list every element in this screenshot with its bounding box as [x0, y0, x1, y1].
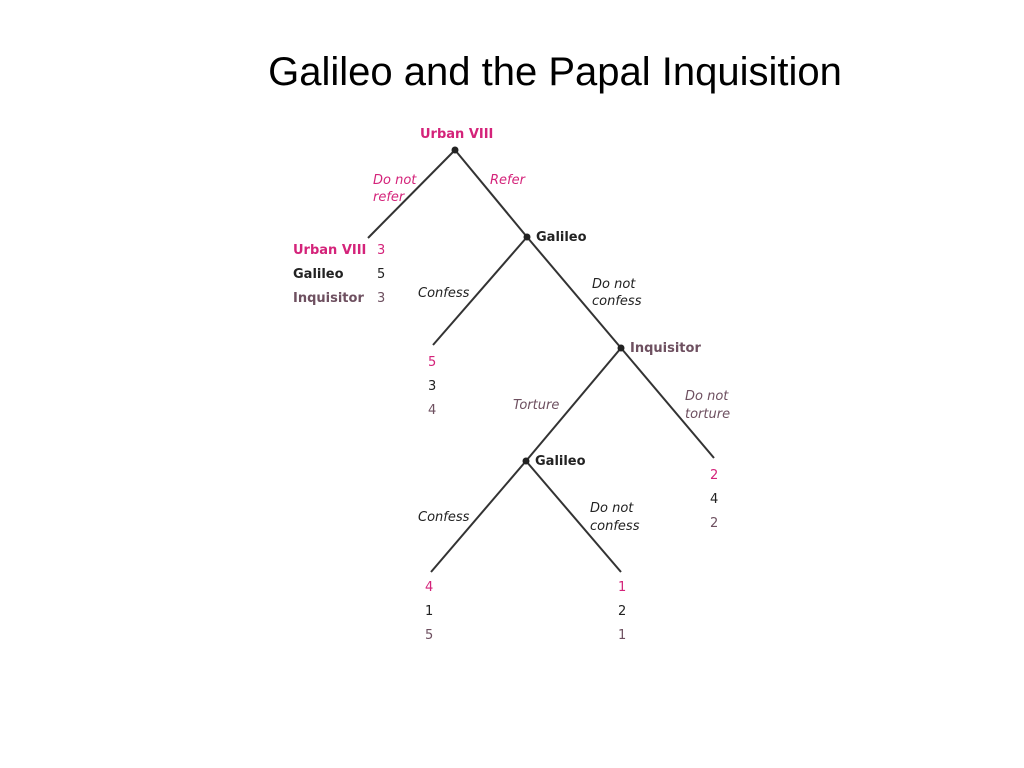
edge-torture [525, 347, 622, 462]
payoff-confess-first-galileo: 3 [428, 379, 436, 394]
node-dot-urban [451, 146, 459, 154]
node-label-galileo-2: Galileo [535, 454, 586, 469]
payoff-no-torture-galileo: 4 [710, 492, 718, 507]
node-label-inquisitor: Inquisitor [630, 341, 701, 356]
legend-galileo: Galileo [293, 267, 344, 282]
payoff-no-confess-torture-urban: 1 [618, 580, 626, 595]
node-dot-inquisitor [617, 344, 625, 352]
branch-label-torture: Torture [513, 398, 559, 413]
payoff-no-torture-urban: 2 [710, 468, 718, 483]
branch-label-do-not-confess-1: Do not [592, 277, 636, 292]
branch-label-do-not-confess-2: Do not [590, 501, 634, 516]
branch-label-refer: Refer [490, 173, 527, 188]
edge-confess-2 [430, 460, 527, 573]
branch-label-confess-1: Confess [418, 286, 470, 301]
payoff-confess-torture-inquisitor: 5 [425, 628, 433, 643]
payoff-confess-torture-galileo: 1 [425, 604, 433, 619]
payoff-no-refer-inquisitor: 3 [377, 291, 385, 306]
payoff-confess-first-inquisitor: 4 [428, 403, 436, 418]
slide-title: Galileo and the Papal Inquisition [268, 50, 842, 94]
node-dot-galileo-2 [522, 457, 530, 465]
payoff-no-torture-inquisitor: 2 [710, 516, 718, 531]
payoff-no-refer-galileo: 5 [377, 267, 385, 282]
payoff-confess-first-urban: 5 [428, 355, 436, 370]
payoff-no-confess-torture-inquisitor: 1 [618, 628, 626, 643]
edge-do-not-confess-1 [526, 236, 622, 349]
branch-label-do-not-torture: Do not [685, 389, 729, 404]
edge-confess-1 [432, 236, 528, 346]
branch-label-confess-2: Confess [418, 510, 470, 525]
branch-label-do-not-refer: Do not [373, 173, 417, 188]
payoff-confess-torture-urban: 4 [425, 580, 433, 595]
edge-do-not-refer [367, 149, 456, 239]
edge-refer [454, 149, 528, 238]
node-label-galileo-1: Galileo [536, 230, 587, 245]
branch-label-do-not-refer-2: refer [373, 190, 406, 205]
edge-do-not-torture [620, 347, 715, 459]
legend-urban: Urban VIII [293, 243, 366, 258]
edge-do-not-confess-2 [525, 460, 622, 573]
node-label-urban: Urban VIII [420, 127, 493, 142]
payoff-no-confess-torture-galileo: 2 [618, 604, 626, 619]
legend-inquisitor: Inquisitor [293, 291, 364, 306]
branch-label-do-not-confess-1b: confess [592, 294, 642, 309]
node-dot-galileo-1 [523, 233, 531, 241]
branch-label-do-not-torture-2: torture [685, 407, 730, 422]
payoff-no-refer-urban: 3 [377, 243, 385, 258]
branch-label-do-not-confess-2b: confess [590, 519, 640, 534]
